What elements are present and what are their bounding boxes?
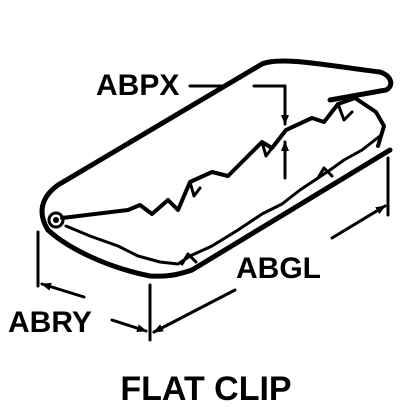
- clip-body: [39, 58, 394, 279]
- abgl-label: ABGL: [236, 252, 321, 285]
- abpx-dimension: ABPX: [96, 69, 289, 180]
- abpx-label: ABPX: [96, 69, 179, 102]
- diagram-title: FLAT CLIP: [120, 370, 291, 408]
- abgl-dimension: ABGL: [148, 156, 390, 342]
- abry-label: ABRY: [8, 306, 92, 339]
- abry-dimension: ABRY: [8, 230, 148, 339]
